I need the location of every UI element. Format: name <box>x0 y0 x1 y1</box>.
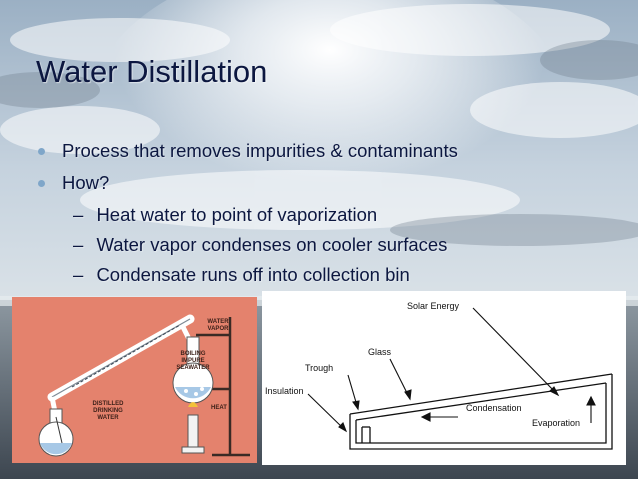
bullet-text: Process that removes impurities & contam… <box>62 140 458 161</box>
label-boiling-seawater: SEAWATER <box>176 365 210 371</box>
sub-bullet-item: – Water vapor condenses on cooler surfac… <box>73 234 447 256</box>
label-trough: Trough <box>305 363 333 373</box>
slide-title: Water Distillation <box>36 54 268 89</box>
solar-still-body <box>349 373 613 450</box>
condenser-tube <box>47 314 195 418</box>
label-distilled-water: DRINKING <box>93 408 123 414</box>
label-distilled-water: DISTILLED <box>93 401 125 407</box>
solar-still-diagram: Solar Energy Glass Trough Insulation Con… <box>262 291 626 465</box>
distillation-apparatus-diagram: WATER VAPOR BOILING IMPURE SEAWATER HEAT… <box>12 297 257 463</box>
sub-bullet-text: Condensate runs off into collection bin <box>96 264 410 285</box>
label-evaporation: Evaporation <box>532 418 580 428</box>
bullet-text: How? <box>62 172 110 193</box>
collection-flask <box>38 408 74 457</box>
label-solar-energy: Solar Energy <box>407 301 460 311</box>
label-insulation: Insulation <box>265 386 304 396</box>
boiling-flask <box>172 336 214 404</box>
burner <box>181 402 205 454</box>
label-water-vapor: VAPOR <box>208 326 230 332</box>
annotation-arrows <box>307 307 596 433</box>
sub-bullet-item: – Condensate runs off into collection bi… <box>73 264 410 286</box>
label-water-vapor: WATER <box>207 319 229 325</box>
sub-bullet-text: Heat water to point of vaporization <box>96 204 378 225</box>
sub-bullet-text: Water vapor condenses on cooler surfaces <box>96 234 448 255</box>
label-condensation: Condensation <box>466 403 522 413</box>
bullet-dot-icon <box>38 180 45 187</box>
label-glass: Glass <box>368 347 392 357</box>
diagram-background <box>262 291 626 465</box>
label-distilled-water: WATER <box>97 415 119 421</box>
label-heat: HEAT <box>211 405 227 411</box>
sub-bullet-item: – Heat water to point of vaporization <box>73 204 377 226</box>
bullet-dot-icon <box>38 148 45 155</box>
sub-bullet-dash: – <box>73 234 84 255</box>
label-boiling-seawater: BOILING <box>181 351 206 357</box>
sub-bullet-dash: – <box>73 264 84 285</box>
sub-bullet-dash: – <box>73 204 84 225</box>
label-boiling-seawater: IMPURE <box>181 358 204 364</box>
